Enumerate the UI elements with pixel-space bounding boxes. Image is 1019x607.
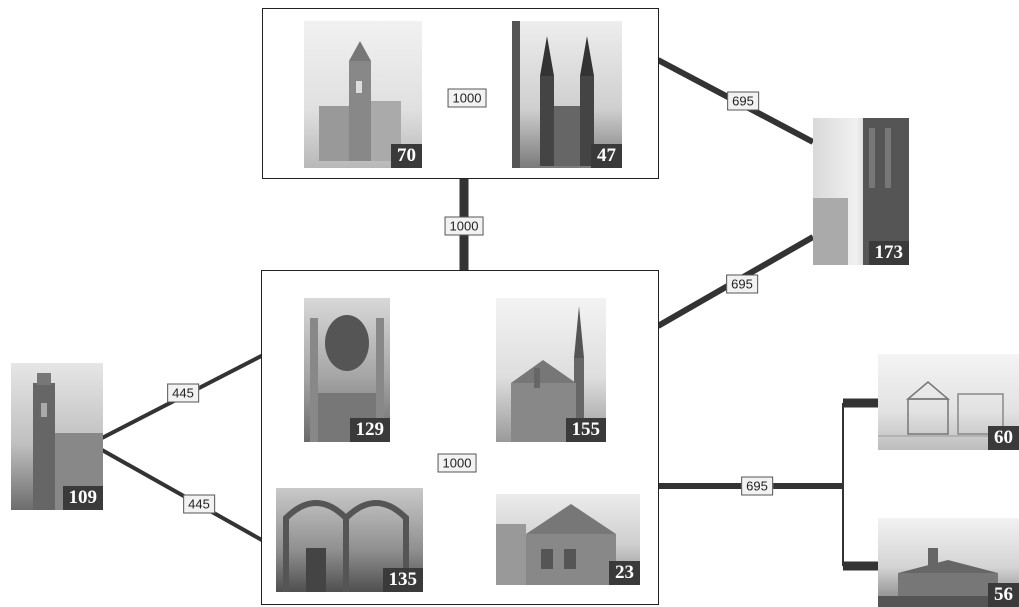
church-interior-photo-icon xyxy=(310,315,384,442)
photo-node-135[interactable]: 135 xyxy=(276,488,423,592)
church-street-photo-icon xyxy=(813,118,909,265)
node-id-label: 109 xyxy=(62,486,103,510)
photo-node-60[interactable]: 60 xyxy=(878,354,1019,450)
photo-node-70[interactable]: 70 xyxy=(304,21,422,168)
node-id-label: 47 xyxy=(591,144,622,168)
edge-weight-label: 1000 xyxy=(437,453,477,473)
church-interior-photo-icon xyxy=(283,500,409,592)
edge-weight-label: 695 xyxy=(727,91,759,111)
chapel-photo-icon xyxy=(496,504,616,585)
edge-weight-label: 695 xyxy=(741,476,773,496)
photo-node-129[interactable]: 129 xyxy=(304,298,390,442)
photo-node-109[interactable]: 109 xyxy=(11,363,103,510)
edge-weight-label: 1000 xyxy=(447,88,487,108)
node-id-label: 173 xyxy=(868,241,909,265)
edge-weight-label: 445 xyxy=(183,494,215,514)
photo-node-155[interactable]: 155 xyxy=(496,298,606,442)
node-id-label: 70 xyxy=(391,144,422,168)
node-id-label: 135 xyxy=(382,568,423,592)
photo-node-47[interactable]: 47 xyxy=(512,21,622,168)
node-id-label: 56 xyxy=(988,583,1019,607)
edge-weight-label: 445 xyxy=(167,383,199,403)
node-id-label: 155 xyxy=(565,418,606,442)
photo-node-23[interactable]: 23 xyxy=(496,494,640,585)
edge-weight-label: 695 xyxy=(726,274,758,294)
church-spire-photo-icon xyxy=(511,306,584,442)
node-id-label: 129 xyxy=(349,418,390,442)
station-sketch-photo-icon xyxy=(878,548,1019,607)
church-photo-icon xyxy=(319,41,401,161)
edge-weight-label: 1000 xyxy=(444,216,484,236)
node-id-label: 60 xyxy=(988,426,1019,450)
photo-node-56[interactable]: 56 xyxy=(878,518,1019,607)
photo-node-173[interactable]: 173 xyxy=(813,118,909,265)
cathedral-photo-icon xyxy=(512,21,594,168)
node-id-label: 23 xyxy=(609,561,640,585)
